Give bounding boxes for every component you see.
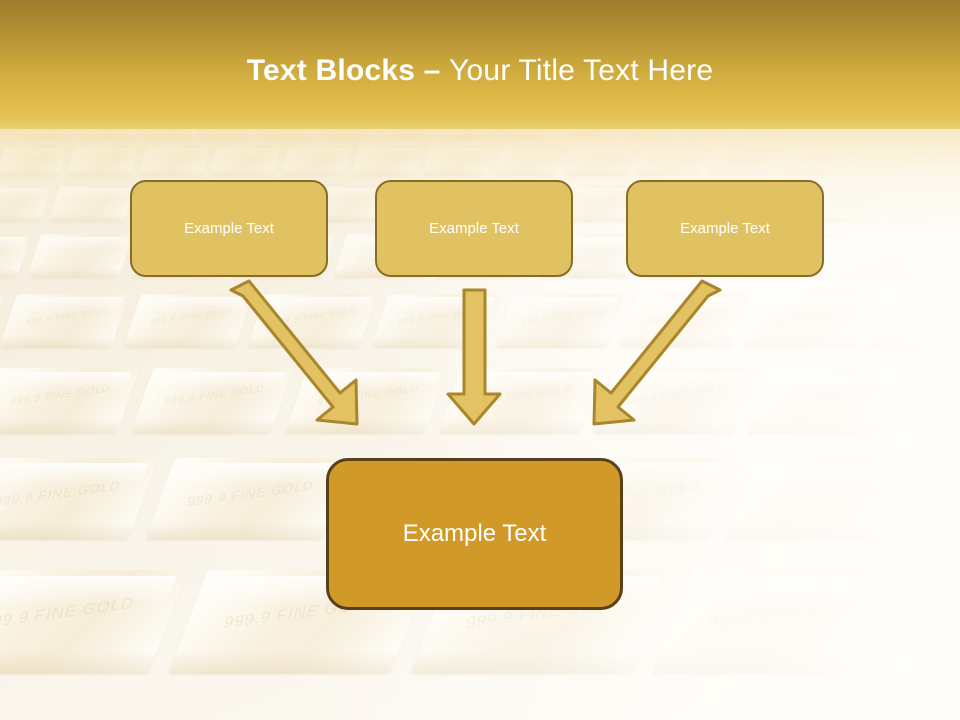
- text-box-3[interactable]: Example Text: [626, 180, 824, 277]
- slide-title-space: [441, 54, 450, 87]
- text-box-1[interactable]: Example Text: [130, 180, 328, 277]
- slide-header-band: Text Blocks – Your Title Text Here: [0, 0, 960, 129]
- slide-title: Text Blocks – Your Title Text Here: [0, 53, 960, 89]
- text-box-summary-label: Example Text: [402, 520, 547, 547]
- slide-title-dash: –: [423, 54, 441, 87]
- text-box-2[interactable]: Example Text: [375, 180, 573, 277]
- text-box-1-label: Example Text: [184, 219, 274, 237]
- text-box-3-label: Example Text: [680, 219, 770, 237]
- text-box-2-label: Example Text: [429, 219, 519, 237]
- slide-title-bold-part: Text Blocks: [246, 54, 416, 87]
- slide-title-separator: [415, 54, 424, 87]
- slide-title-regular-part: Your Title Text Here: [449, 54, 714, 87]
- text-box-summary[interactable]: Example Text: [326, 458, 623, 610]
